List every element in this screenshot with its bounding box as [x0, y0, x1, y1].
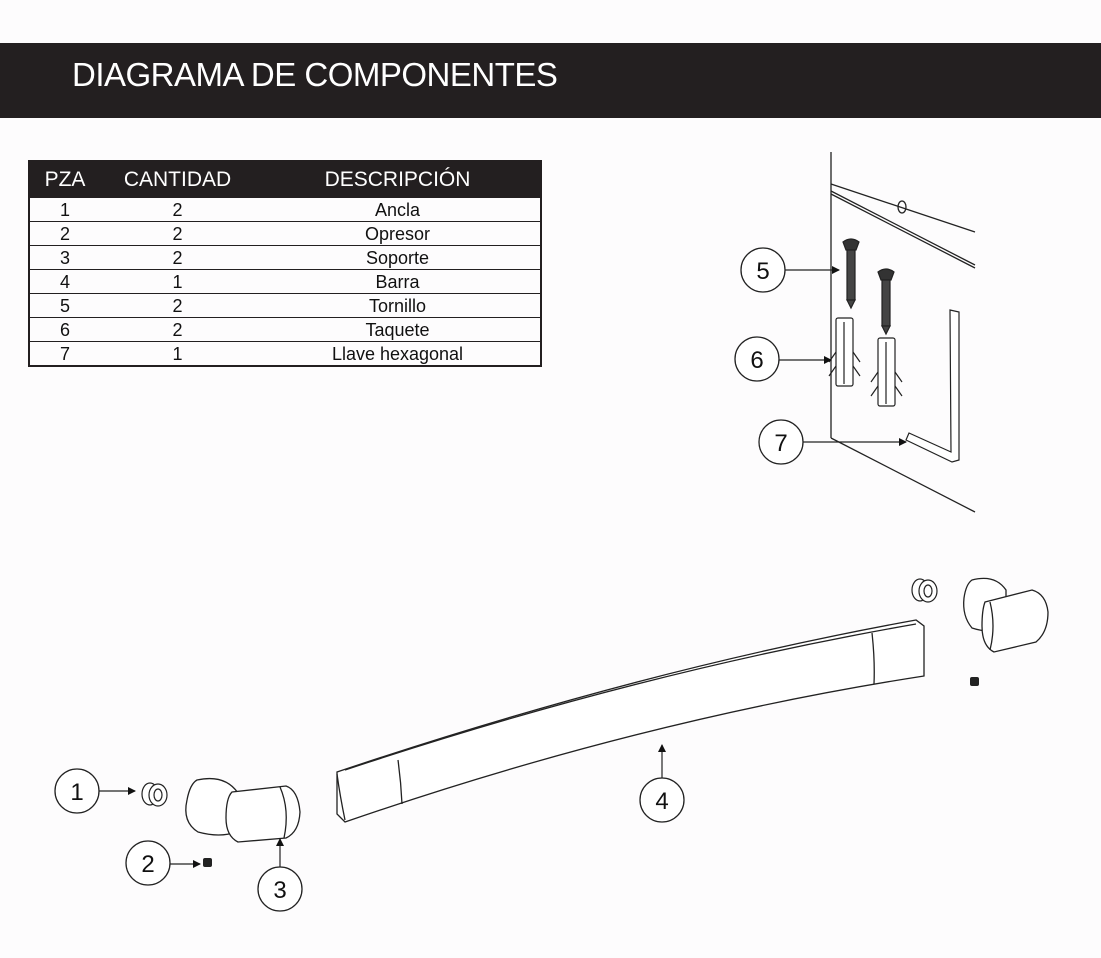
cell-pza: 2	[29, 221, 100, 246]
cell-pza: 6	[29, 317, 100, 342]
svg-text:2: 2	[141, 851, 154, 878]
cell-descripcion: Ancla	[255, 197, 541, 222]
svg-text:6: 6	[750, 347, 763, 374]
callout-6: 6	[734, 336, 832, 382]
table-row: 3 2 Soporte	[29, 245, 541, 270]
set-screw-left-part	[203, 858, 212, 867]
screw-part	[842, 238, 860, 310]
svg-text:7: 7	[774, 430, 787, 457]
table-row: 2 2 Opresor	[29, 221, 541, 246]
table-header-row: PZA CANTIDAD DESCRIPCIÓN	[29, 161, 541, 198]
set-screw-right-part	[970, 677, 979, 686]
cell-descripcion: Taquete	[255, 317, 541, 342]
cell-cantidad: 2	[100, 221, 255, 246]
svg-text:4: 4	[655, 788, 668, 815]
cell-pza: 7	[29, 341, 100, 366]
wall-anchor-part	[870, 337, 903, 407]
table-row: 4 1 Barra	[29, 269, 541, 294]
callout-2: 2	[125, 840, 201, 886]
page-title: DIAGRAMA DE COMPONENTES	[72, 56, 558, 93]
cell-descripcion: Opresor	[255, 221, 541, 246]
parts-table: PZA CANTIDAD DESCRIPCIÓN 1 2 Ancla 2 2 O…	[28, 160, 542, 367]
cell-pza: 4	[29, 269, 100, 294]
wall-anchor-part	[828, 317, 861, 387]
bracket-left-part	[185, 777, 301, 843]
cell-cantidad: 2	[100, 245, 255, 270]
title-bar: DIAGRAMA DE COMPONENTES	[0, 43, 1101, 118]
cell-pza: 1	[29, 197, 100, 222]
table-row: 5 2 Tornillo	[29, 293, 541, 318]
anchor-right-part	[911, 578, 938, 603]
cell-descripcion: Barra	[255, 269, 541, 294]
callout-5: 5	[740, 247, 840, 293]
towel-bar-part	[336, 619, 925, 823]
bracket-right-part	[963, 577, 1049, 653]
table-row: 1 2 Ancla	[29, 197, 541, 222]
screw-part	[877, 268, 895, 336]
cell-descripcion: Soporte	[255, 245, 541, 270]
callout-7: 7	[758, 419, 907, 465]
svg-text:1: 1	[70, 779, 83, 806]
cell-cantidad: 1	[100, 269, 255, 294]
header-pza: PZA	[29, 161, 100, 198]
cell-cantidad: 2	[100, 293, 255, 318]
cell-descripcion: Tornillo	[255, 293, 541, 318]
cell-pza: 3	[29, 245, 100, 270]
callout-4: 4	[639, 744, 685, 823]
wall-panel	[830, 152, 976, 513]
cell-cantidad: 2	[100, 197, 255, 222]
cell-pza: 5	[29, 293, 100, 318]
svg-text:5: 5	[756, 258, 769, 285]
cell-cantidad: 1	[100, 341, 255, 366]
cell-cantidad: 2	[100, 317, 255, 342]
hex-key-part	[905, 309, 960, 463]
callout-3: 3	[257, 838, 303, 912]
cell-descripcion: Llave hexagonal	[255, 341, 541, 366]
header-cantidad: CANTIDAD	[100, 161, 255, 198]
table-row: 6 2 Taquete	[29, 317, 541, 342]
header-descripcion: DESCRIPCIÓN	[255, 161, 541, 198]
callout-1: 1	[54, 768, 136, 814]
table-row: 7 1 Llave hexagonal	[29, 341, 541, 366]
anchor-left-part	[141, 782, 168, 807]
svg-text:3: 3	[273, 877, 286, 904]
